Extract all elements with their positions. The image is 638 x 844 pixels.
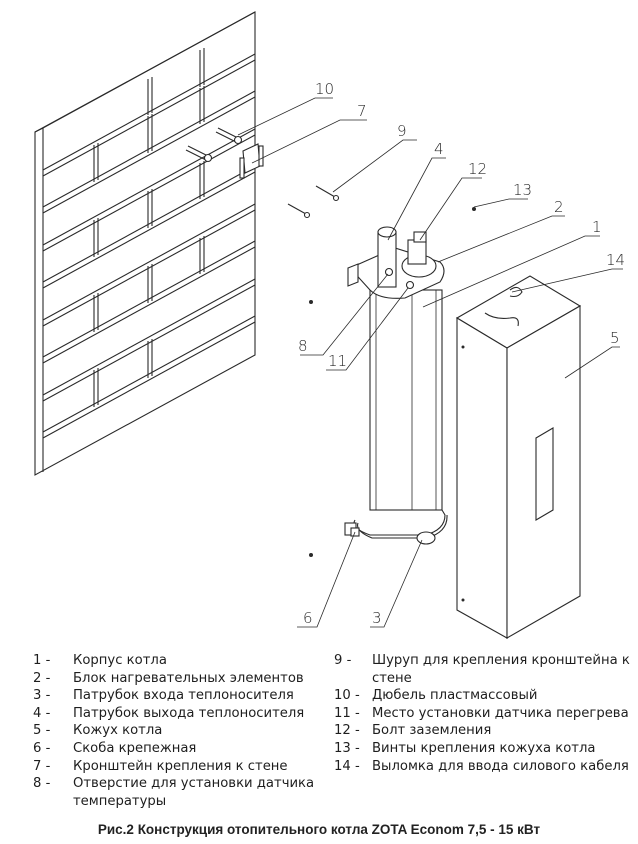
callout-11: 11 <box>328 352 347 370</box>
legend-item: 13 - Винты крепления кожуха котла <box>334 740 634 758</box>
legend-text: Место установки датчика перегрева <box>372 705 629 721</box>
callout-13: 13 <box>513 181 532 199</box>
legend-item: 11 - Место установки датчика перегрева <box>334 705 634 723</box>
callout-6: 6 <box>303 609 313 627</box>
legend-text: Выломка для ввода силового кабеля <box>372 758 629 774</box>
legend-item: 10 - Дюбель пластмассовый <box>334 687 634 705</box>
wall-bracket <box>239 143 264 179</box>
boiler-body <box>344 226 448 545</box>
legend-text: Винты крепления кожуха котла <box>372 740 596 756</box>
legend-text: Патрубок выхода теплоносителя <box>73 705 305 721</box>
callout-8: 8 <box>298 337 308 355</box>
legend-number: 11 - <box>334 705 360 721</box>
legend-number: 12 - <box>334 723 360 739</box>
legend-number: 13 - <box>334 740 360 756</box>
legend-text: Скоба крепежная <box>73 740 197 756</box>
callout-14: 14 <box>606 251 625 269</box>
boiler-assembly-drawing: 10 7 9 4 12 13 2 1 14 5 8 11 6 3 <box>34 11 625 639</box>
callout-numbers: 10 7 9 4 12 13 2 1 14 5 8 11 6 3 <box>298 80 625 627</box>
legend-item: 12 - Болт заземления <box>334 722 634 740</box>
callout-leaders <box>237 97 623 628</box>
legend-number: 14 - <box>334 758 360 774</box>
callout-7: 7 <box>357 102 367 120</box>
legend-item: 8 - Отверстие для установки датчика темпе… <box>33 775 333 810</box>
legend-number: 5 - <box>33 723 51 739</box>
legend-text: Отверстие для установки датчика температ… <box>73 776 315 809</box>
legend-number: 9 - <box>334 653 352 668</box>
brick-wall <box>34 11 256 476</box>
legend-item: 1 - Корпус котла <box>33 652 333 670</box>
legend-item: 2 - Блок нагревательных элементов <box>33 670 333 688</box>
legend-item: 9 - Шуруп для крепления кронштейна к стен… <box>334 652 634 687</box>
legend-item: 6 - Скоба крепежная <box>33 740 333 758</box>
legend-text: Патрубок входа теплоносителя <box>73 688 294 704</box>
legend-number: 4 - <box>33 705 51 721</box>
legend-item: 7 - Кронштейн крепления к стене <box>33 758 333 776</box>
legend-left-column: 1 - Корпус котла 2 - Блок нагревательных э… <box>33 652 333 810</box>
legend-text: Блок нагревательных элементов <box>73 670 304 686</box>
callout-4: 4 <box>434 140 444 158</box>
callout-3: 3 <box>372 609 382 627</box>
legend-text: Корпус котла <box>73 653 167 668</box>
callout-5: 5 <box>610 329 620 347</box>
legend-text: Кожух котла <box>73 723 163 739</box>
legend-number: 8 - <box>33 776 51 792</box>
legend-number: 6 - <box>33 740 51 756</box>
callout-12: 12 <box>468 160 487 178</box>
legend-text: Шуруп для крепления кронштейна к стене <box>372 653 630 686</box>
legend-item: 3 - Патрубок входа теплоносителя <box>33 687 333 705</box>
legend-number: 7 - <box>33 758 51 774</box>
boiler-casing <box>455 275 582 639</box>
dowels <box>185 127 243 163</box>
callout-9: 9 <box>397 122 407 140</box>
legend-item: 14 - Выломка для ввода силового кабеля <box>334 758 634 776</box>
screws <box>287 185 476 557</box>
callout-2: 2 <box>554 198 564 216</box>
legend-item: 4 - Патрубок выхода теплоносителя <box>33 705 333 723</box>
legend-number: 2 - <box>33 670 51 686</box>
legend-number: 10 - <box>334 688 360 704</box>
legend-right-column: 9 - Шуруп для крепления кронштейна к стен… <box>334 652 634 775</box>
figure-caption: Рис.2 Конструкция отопительного котла ZO… <box>97 822 541 837</box>
callout-10: 10 <box>315 80 334 98</box>
legend-text: Болт заземления <box>372 723 492 739</box>
callout-1: 1 <box>592 218 602 236</box>
legend-number: 1 - <box>33 653 51 668</box>
legend-item: 5 - Кожух котла <box>33 722 333 740</box>
legend-text: Дюбель пластмассовый <box>372 688 538 704</box>
legend-text: Кронштейн крепления к стене <box>73 758 288 774</box>
legend-number: 3 - <box>33 688 51 704</box>
